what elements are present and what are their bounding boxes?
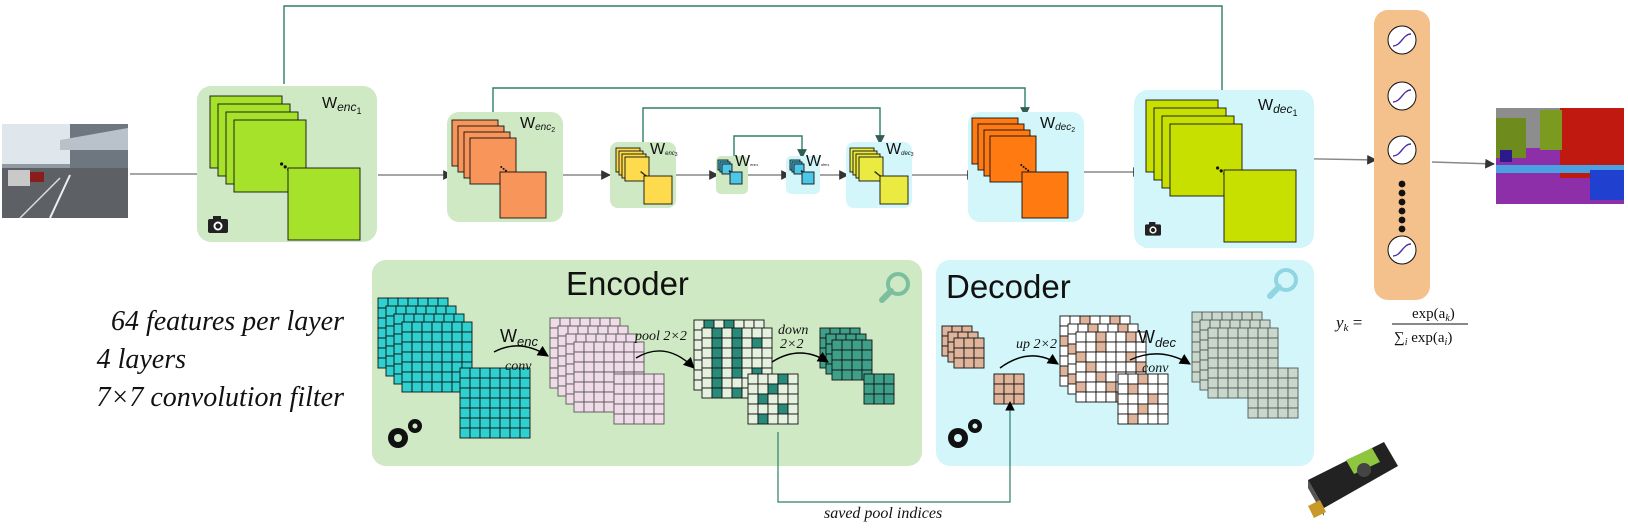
label-wdec3: Wdec3 [886, 141, 914, 158]
camera-icon-small [1145, 222, 1161, 236]
label-wenc1: Wenc1 [322, 95, 361, 116]
softmax-layer [1374, 10, 1430, 300]
spec-features: 64 features per layer [110, 306, 344, 337]
stage-labels: Wenc1 Wenc2 Wenc3 Wenc4 Wdec4 Wdec3 Wdec… [322, 95, 1297, 170]
label-wdec4: Wdec4 [806, 153, 830, 170]
feature-stack-0 [209, 95, 361, 241]
svg-text:saved pool indices: saved pool indices [824, 505, 942, 522]
softmax-formula: yk = exp(ak) ∑i exp(ai) [1334, 306, 1468, 348]
camera-icon [208, 216, 228, 233]
magnifier-icon-decoder [1267, 268, 1298, 299]
label-wenc2: Wenc2 [520, 115, 555, 134]
enc-w-label: Wenc [500, 326, 538, 349]
label-wdec2: Wdec2 [1040, 115, 1075, 134]
label-wenc4: Wenc4 [735, 153, 759, 170]
skip-connections [283, 5, 1227, 159]
decoder-title: Decoder [946, 268, 1071, 305]
gears-icon [388, 419, 422, 448]
label-wdec1: Wdec1 [1258, 97, 1297, 118]
decoder-detail-panel: Decoder up 2×2 Wdec conv [936, 260, 1314, 466]
svg-text:∑i exp(ai): ∑i exp(ai) [1394, 330, 1452, 348]
feature-stack-5 [849, 147, 909, 205]
svg-text:yk =: yk = [1334, 313, 1362, 334]
feature-map-stacks [209, 95, 1297, 243]
output-segmentation-image [1496, 108, 1624, 204]
enc-conv-label: conv [505, 359, 532, 374]
svg-text:exp(ak): exp(ak) [1412, 306, 1455, 324]
encoder-detail-panel: Encoder Wenc conv pool 2×2 down 2×2 [372, 260, 922, 466]
spec-layers: 4 layers [96, 344, 186, 375]
encoder-title: Encoder [566, 265, 689, 302]
saved-pool-indices-connector: saved pool indices [777, 401, 1015, 522]
gears-icon-decoder [948, 419, 982, 448]
magnifier-icon [879, 272, 910, 303]
feature-stack-6 [971, 117, 1069, 219]
dec-conv-label: conv [1142, 361, 1169, 376]
spec-filter: 7×7 convolution filter [96, 382, 344, 413]
enc-down-size-label: 2×2 [780, 337, 803, 352]
sigmoid-neuron-3 [1387, 235, 1417, 265]
input-street-image [2, 124, 128, 219]
feature-stack-3 [717, 159, 743, 185]
dec-w-label: Wdec [1138, 327, 1176, 350]
sigmoid-neuron-0 [1387, 25, 1417, 55]
dec-up-label: up 2×2 [1016, 337, 1057, 352]
feature-stack-7 [1145, 99, 1297, 243]
feature-stack-1 [451, 119, 547, 219]
feature-stack-2 [615, 147, 673, 205]
label-wenc3: Wenc3 [650, 141, 678, 158]
sigmoid-neuron-2 [1387, 135, 1417, 165]
enc-down-label: down [778, 323, 808, 338]
gpu-card-image [1308, 442, 1398, 518]
enc-pool-label: pool 2×2 [634, 329, 687, 344]
feature-stack-4 [789, 159, 815, 185]
sigmoid-neuron-1 [1387, 81, 1417, 111]
